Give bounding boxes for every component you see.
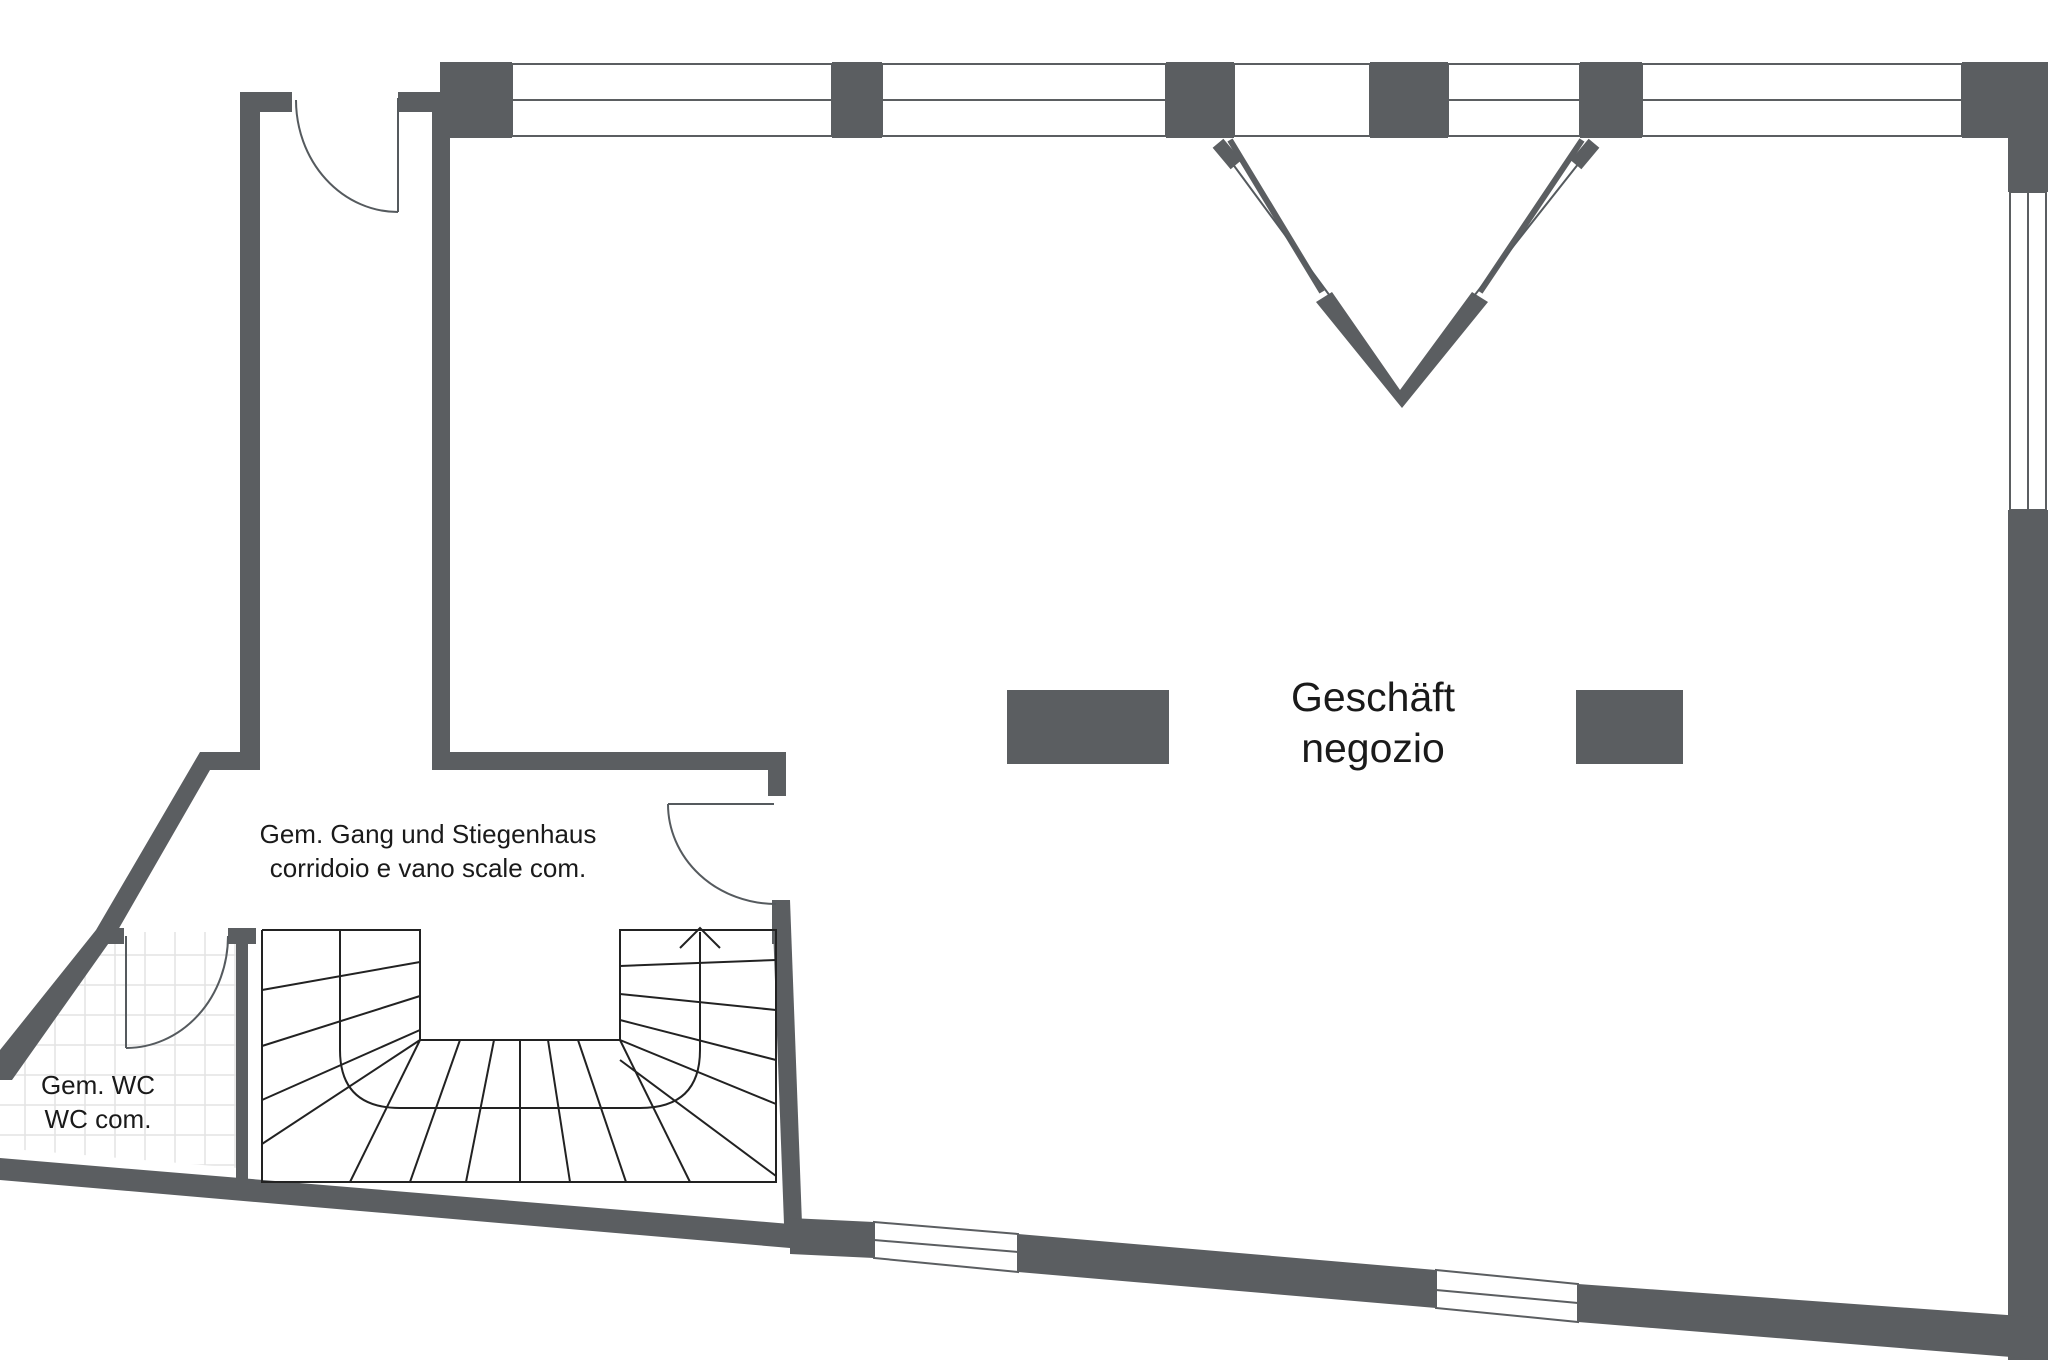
wc-label: Gem. WC WC com. bbox=[41, 1070, 155, 1134]
right-window bbox=[2009, 191, 2047, 511]
stairwell-label: Gem. Gang und Stiegenhaus corridoio e va… bbox=[260, 819, 597, 883]
door-top bbox=[295, 98, 399, 213]
walls bbox=[0, 62, 2048, 1360]
pillars bbox=[1007, 690, 1683, 764]
shop-label: Geschäft negozio bbox=[1291, 674, 1456, 771]
top-windows bbox=[511, 63, 1963, 137]
shop-label-it: negozio bbox=[1301, 725, 1445, 771]
stairwell-label-de: Gem. Gang und Stiegenhaus bbox=[260, 819, 597, 849]
wc-label-it: WC com. bbox=[45, 1104, 152, 1134]
door-shop bbox=[667, 803, 777, 905]
v-entrance bbox=[1212, 138, 1600, 408]
wc-label-de: Gem. WC bbox=[41, 1070, 155, 1100]
staircase bbox=[261, 926, 777, 1183]
shop-label-de: Geschäft bbox=[1291, 674, 1456, 720]
door-wc bbox=[125, 935, 229, 1049]
stairwell-label-it: corridoio e vano scale com. bbox=[270, 853, 586, 883]
